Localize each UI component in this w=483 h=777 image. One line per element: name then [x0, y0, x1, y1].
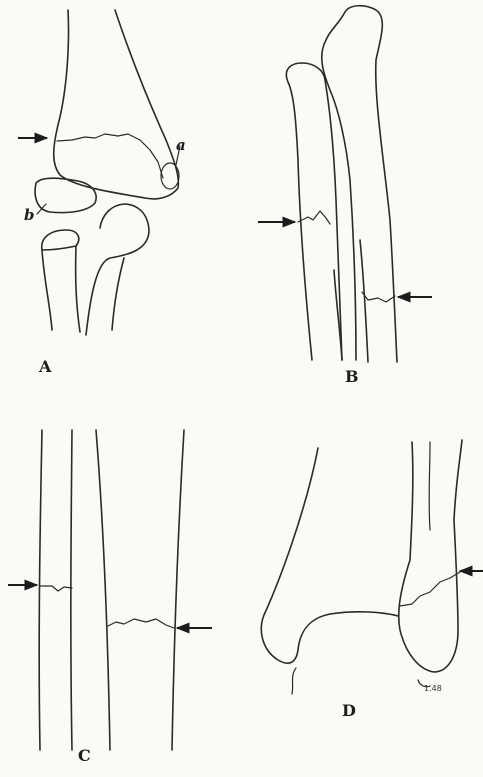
- radius-left: [42, 250, 52, 330]
- panel-c-drawing: [8, 430, 212, 750]
- ulna-outline: [86, 204, 149, 335]
- annotation-b: b: [24, 208, 35, 223]
- artist-signature: 1.48: [424, 684, 442, 693]
- panel-c-bone-1-right: [71, 430, 72, 750]
- panel-d-drawing: [261, 440, 483, 694]
- fracture-line-b2: [362, 292, 395, 302]
- ulna-right: [112, 258, 124, 330]
- panel-b-inner-2: [360, 240, 368, 362]
- panel-b-label: B: [345, 369, 359, 385]
- fracture-line-b1: [298, 211, 330, 224]
- panel-a-drawing: [18, 10, 180, 335]
- tibia-lip: [292, 668, 296, 694]
- radius-head: [42, 230, 79, 250]
- radial-head-b: [35, 178, 96, 212]
- fracture-line-d: [400, 572, 460, 606]
- panel-b-bone-right: [322, 6, 397, 362]
- fibula-outline: [399, 440, 462, 672]
- panel-c-bone-1-left: [39, 430, 42, 750]
- panel-c-bone-2-right: [172, 430, 184, 750]
- fracture-line-c2: [108, 619, 174, 628]
- fibula-inner: [429, 442, 430, 530]
- panel-b-bone-left: [286, 63, 342, 360]
- humerus-outline: [54, 10, 179, 199]
- radius-right: [76, 246, 80, 332]
- fracture-line-c1: [40, 586, 72, 591]
- fragment-a: [161, 163, 179, 189]
- tibia-outline: [261, 448, 398, 663]
- panel-c-label: C: [78, 748, 91, 764]
- fracture-line-a: [57, 134, 163, 178]
- annotation-a: a: [176, 138, 186, 153]
- panel-b-drawing: [258, 6, 432, 362]
- panel-c-bone-2-left: [96, 430, 110, 750]
- panel-d-label: D: [342, 703, 356, 719]
- panel-a-label: A: [39, 359, 51, 375]
